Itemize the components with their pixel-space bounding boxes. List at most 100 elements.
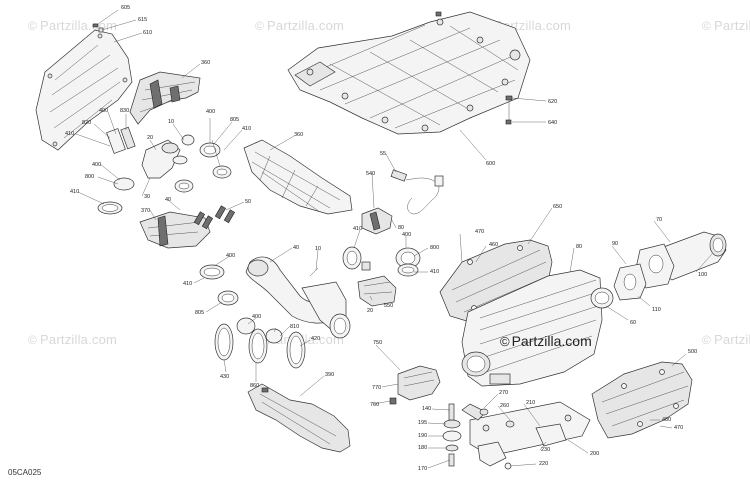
callout-40: 40 <box>293 245 299 251</box>
callout-480: 480 <box>662 417 671 423</box>
watermark: ©Partzilla.com <box>28 18 118 33</box>
skid-plate <box>287 11 531 135</box>
leader-lines <box>75 9 713 469</box>
callout-20: 20 <box>367 308 373 314</box>
sensor-box-750 <box>389 365 441 405</box>
center-clamps <box>342 207 421 277</box>
callout-labels: 605 615 610 360 400 830 820 410 400 20 1… <box>65 5 707 472</box>
callout-170: 170 <box>418 466 427 472</box>
mounting-bracket-200 <box>442 401 591 470</box>
callout-210: 210 <box>526 400 535 406</box>
callout-400: 400 <box>92 162 101 168</box>
callout-800: 800 <box>85 174 94 180</box>
rear-heat-shield-500 <box>591 361 693 439</box>
callout-830: 830 <box>120 108 129 114</box>
callout-20: 20 <box>147 135 153 141</box>
callout-270: 270 <box>499 390 508 396</box>
manifold-elbow-30 <box>141 139 194 193</box>
lower-left-clamps <box>199 264 306 369</box>
heat-shield-550 <box>357 275 397 307</box>
callout-400: 400 <box>252 314 261 320</box>
callout-110: 110 <box>652 307 661 313</box>
callout-620: 620 <box>548 99 557 105</box>
callout-820: 820 <box>82 120 91 126</box>
callout-410: 410 <box>65 131 74 137</box>
callout-410: 410 <box>353 226 362 232</box>
callout-400: 400 <box>206 109 215 115</box>
callout-360: 360 <box>201 60 210 66</box>
callout-195: 195 <box>418 420 427 426</box>
callout-55: 55 <box>380 151 386 157</box>
lower-heat-shield-370 <box>139 211 211 249</box>
callout-60: 60 <box>630 320 636 326</box>
callout-500: 500 <box>688 349 697 355</box>
callout-640: 640 <box>548 120 557 126</box>
callout-200: 200 <box>590 451 599 457</box>
tailpipe-assembly <box>590 231 727 309</box>
callout-80: 80 <box>398 225 404 231</box>
callout-360: 360 <box>294 132 303 138</box>
callout-260: 260 <box>500 403 509 409</box>
callout-760: 760 <box>370 402 379 408</box>
down-pipe <box>245 256 351 339</box>
callout-400: 400 <box>99 108 108 114</box>
callout-70: 70 <box>656 217 662 223</box>
oxygen-sensor <box>390 169 444 215</box>
callout-860: 860 <box>250 383 259 389</box>
callout-770: 770 <box>372 385 381 391</box>
callout-50: 50 <box>245 199 251 205</box>
callout-30: 30 <box>144 194 150 200</box>
callout-800: 800 <box>430 245 439 251</box>
callout-810: 810 <box>290 324 299 330</box>
callout-10: 10 <box>168 119 174 125</box>
callout-460: 460 <box>489 242 498 248</box>
callout-100: 100 <box>698 272 707 278</box>
springs-50 <box>193 205 236 230</box>
diagram-code: 05CA025 <box>8 468 42 477</box>
watermark: ©Partzilla.com <box>702 18 750 33</box>
callout-220: 220 <box>539 461 548 467</box>
callout-610: 610 <box>143 30 152 36</box>
lower-heat-shield-390 <box>247 383 351 453</box>
watermark-center: ©Partzilla.com <box>500 333 592 349</box>
callout-470: 470 <box>475 229 484 235</box>
watermark: ©Partzilla.com <box>702 332 750 347</box>
callout-410: 410 <box>242 126 251 132</box>
callout-540: 540 <box>366 171 375 177</box>
callout-370: 370 <box>141 208 150 214</box>
callout-180: 180 <box>418 445 427 451</box>
callout-650: 650 <box>553 204 562 210</box>
callout-10: 10 <box>315 246 321 252</box>
upper-heat-shield-360 <box>129 71 201 125</box>
callout-410: 410 <box>430 269 439 275</box>
callout-550: 550 <box>384 303 393 309</box>
clamps-center-upper <box>181 134 232 179</box>
callout-80: 80 <box>576 244 582 250</box>
callout-430: 430 <box>220 374 229 380</box>
callout-410: 410 <box>70 189 79 195</box>
callout-605: 605 <box>121 5 130 11</box>
callout-140: 140 <box>422 406 431 412</box>
callout-615: 615 <box>138 17 147 23</box>
callout-420: 420 <box>311 336 320 342</box>
callout-600: 600 <box>486 161 495 167</box>
watermark: ©Partzilla.com <box>28 332 118 347</box>
heat-shield-upper-left <box>35 23 133 151</box>
callout-390: 390 <box>325 372 334 378</box>
callout-470: 470 <box>674 425 683 431</box>
callout-805: 805 <box>195 310 204 316</box>
callout-90: 90 <box>612 241 618 247</box>
muffler-heat-shield-650 <box>439 239 553 323</box>
callout-190: 190 <box>418 433 427 439</box>
muffler-80 <box>461 269 603 387</box>
callout-40: 40 <box>165 197 171 203</box>
clamps-left-column <box>97 126 136 215</box>
callout-400: 400 <box>226 253 235 259</box>
callout-230: 230 <box>541 447 550 453</box>
center-heat-shield-360 <box>243 139 353 215</box>
callout-400: 400 <box>402 232 411 238</box>
watermark: ©Partzilla.com <box>255 18 345 33</box>
callout-750: 750 <box>373 340 382 346</box>
